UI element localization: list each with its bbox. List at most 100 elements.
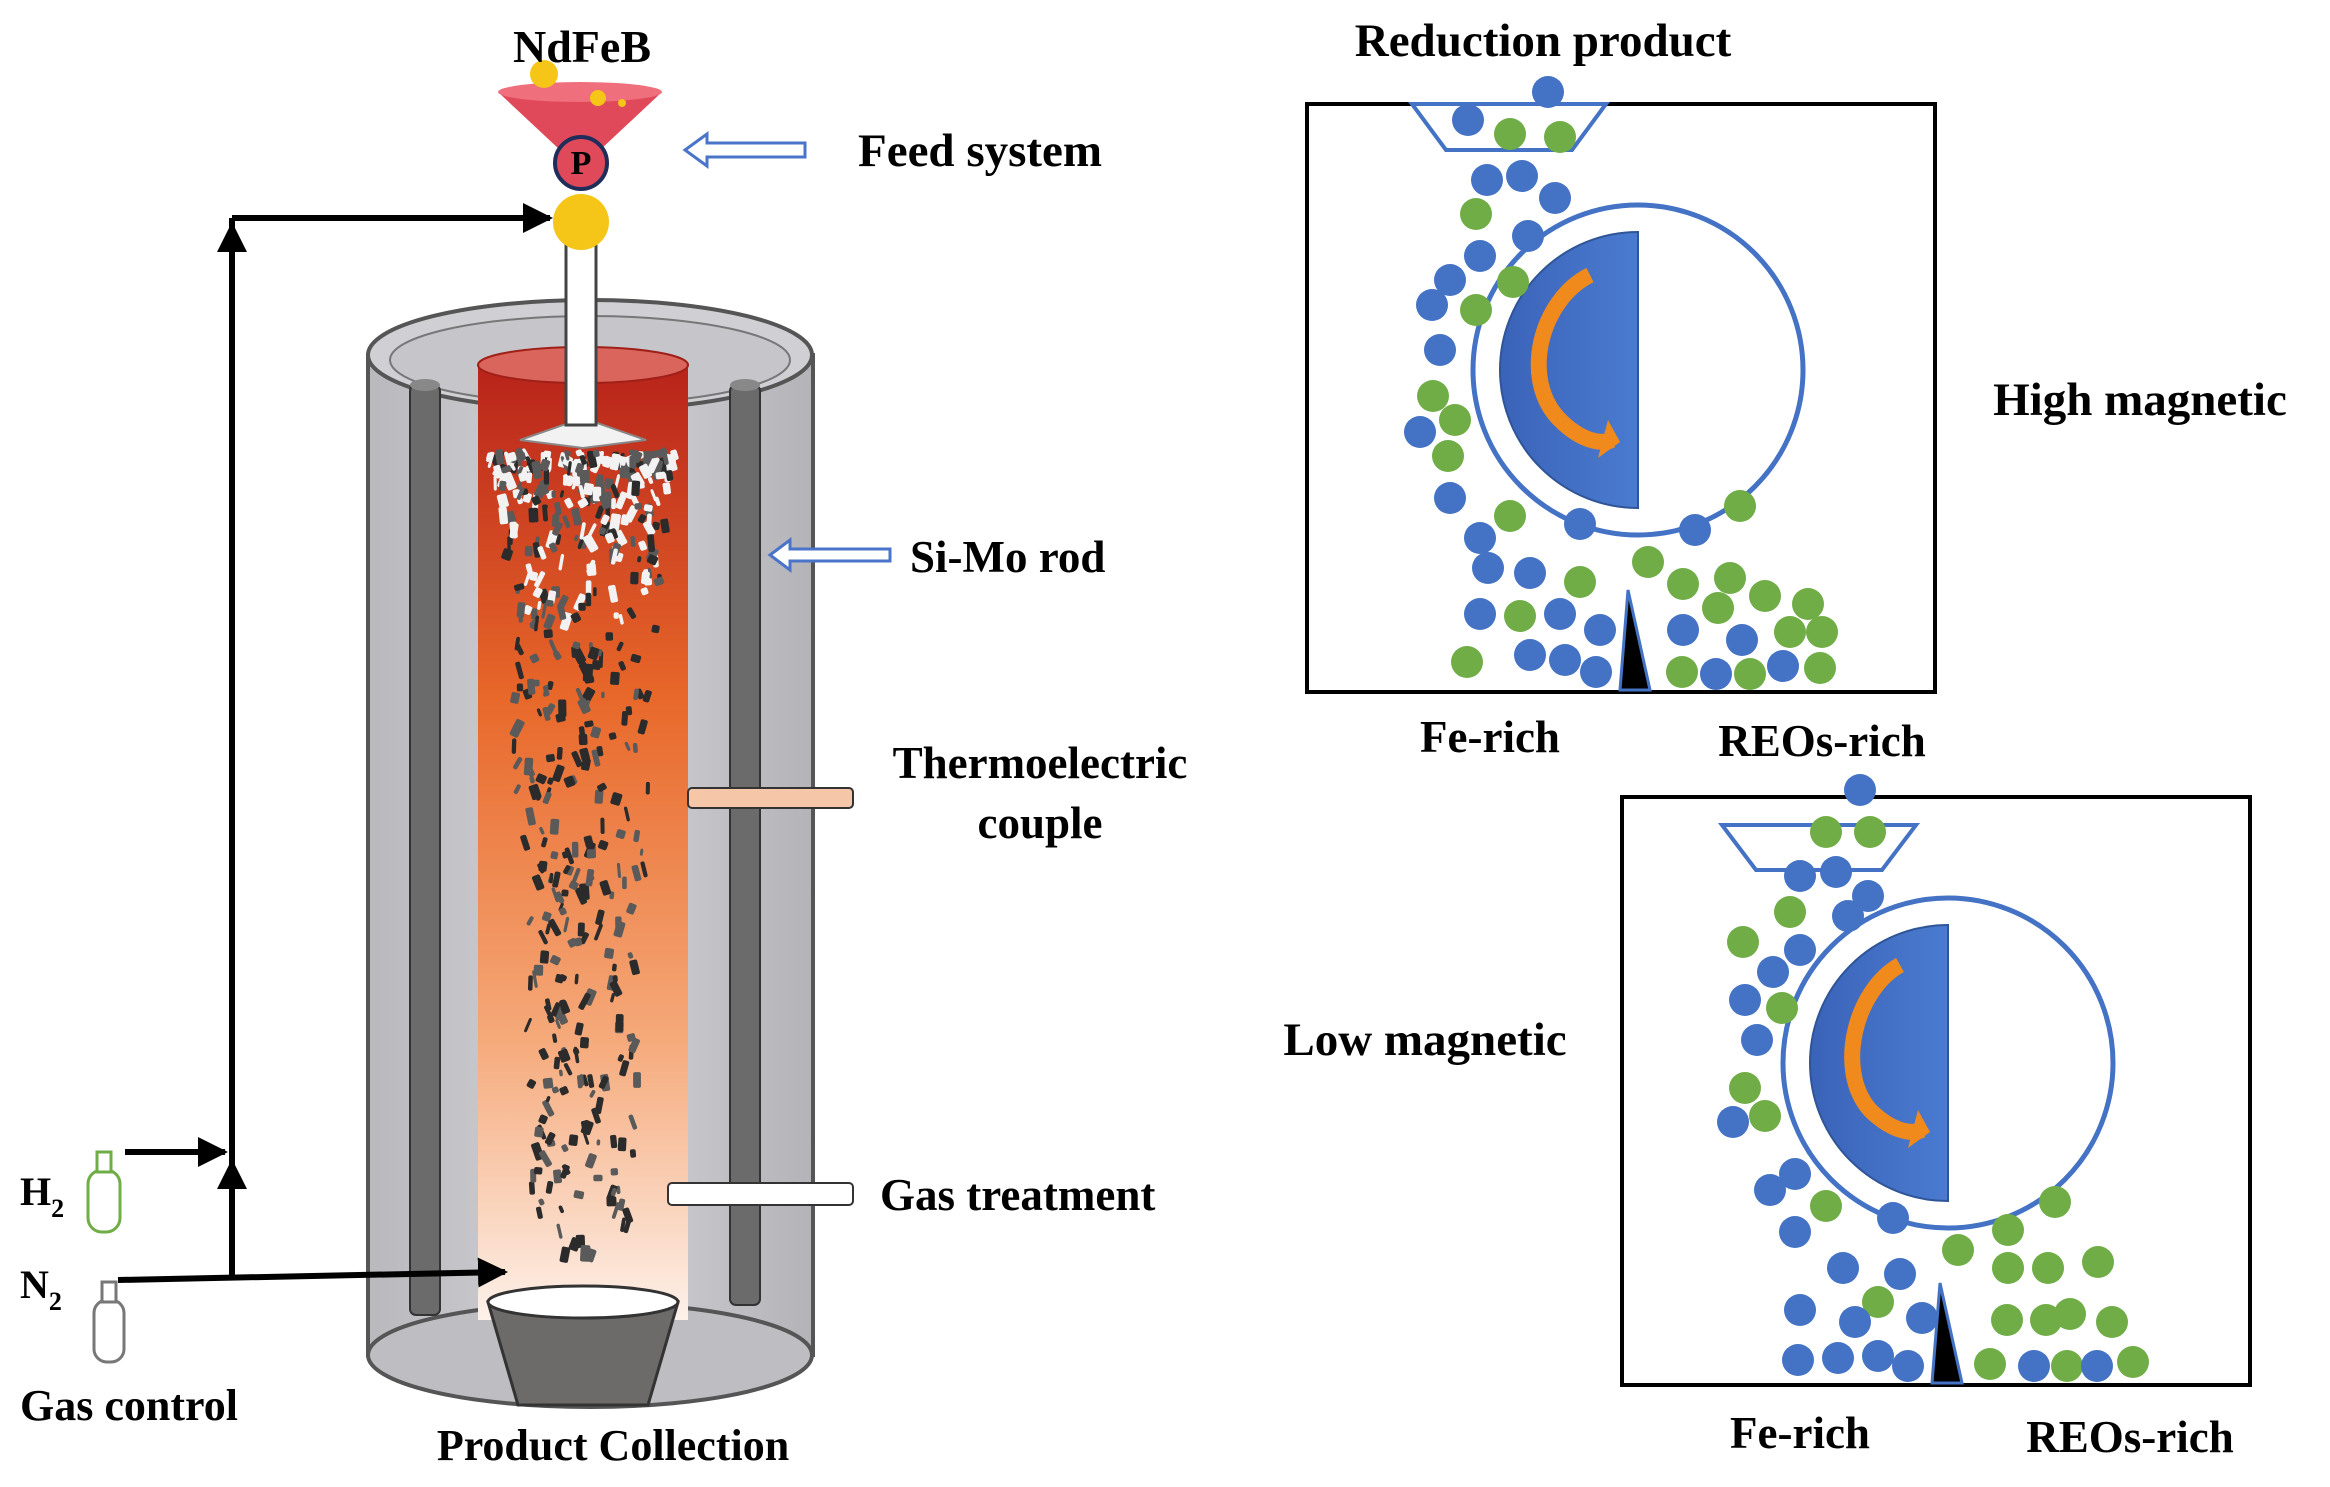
ndfeb-flake bbox=[579, 1037, 590, 1049]
reo-particle bbox=[1734, 658, 1766, 690]
ndfeb-flake bbox=[531, 460, 543, 480]
ndfeb-flake bbox=[496, 493, 509, 509]
ndfeb-flake bbox=[580, 758, 591, 771]
ndfeb-flake bbox=[652, 521, 660, 531]
ndfeb-flake bbox=[549, 818, 560, 835]
fe-particle bbox=[1844, 774, 1876, 806]
ndfeb-flake bbox=[525, 456, 534, 472]
fe-particle bbox=[1564, 508, 1596, 540]
reo-particle bbox=[1992, 1214, 2024, 1246]
ndfeb-flake bbox=[501, 548, 514, 561]
ndfeb-flake bbox=[591, 659, 601, 670]
si-mo-rod-right bbox=[729, 384, 761, 1306]
ndfeb-flake bbox=[563, 775, 576, 788]
ndfeb-flake bbox=[567, 938, 578, 948]
ndfeb-flake bbox=[621, 711, 629, 726]
fe-particle bbox=[1906, 1302, 1938, 1334]
ndfeb-flake bbox=[534, 1126, 544, 1138]
reo-particle bbox=[1632, 546, 1664, 578]
fe-particle bbox=[1832, 900, 1864, 932]
ndfeb-flake bbox=[515, 661, 524, 680]
ndfeb-flake bbox=[501, 465, 512, 474]
rod-arrow-icon bbox=[767, 537, 892, 573]
thermoelectric-couple bbox=[687, 787, 854, 809]
fe-particle bbox=[1884, 1258, 1916, 1290]
ndfeb-flake bbox=[598, 1075, 609, 1089]
ndfeb-flake bbox=[558, 1205, 564, 1214]
ndfeb-flake bbox=[601, 691, 605, 699]
ndfeb-flake bbox=[610, 1134, 618, 1149]
ndfeb-flake bbox=[538, 929, 548, 945]
ndfeb-flake bbox=[633, 688, 640, 701]
ndfeb-flake bbox=[509, 522, 519, 539]
ndfeb-flake bbox=[578, 602, 586, 611]
ndfeb-flake bbox=[605, 481, 612, 490]
reo-particle bbox=[2096, 1306, 2128, 1338]
ndfeb-flake bbox=[650, 450, 659, 459]
reo-particle bbox=[2117, 1346, 2149, 1378]
ndfeb-flake bbox=[639, 848, 644, 856]
ndfeb-flake bbox=[645, 781, 650, 795]
ndfeb-flake bbox=[533, 964, 544, 976]
ndfeb-flake bbox=[662, 482, 672, 495]
ndfeb-flake bbox=[646, 554, 659, 566]
fe-particle bbox=[1784, 1294, 1816, 1326]
ndfeb-flake bbox=[561, 1164, 571, 1175]
ndfeb-flake bbox=[571, 750, 583, 768]
ndfeb-flake bbox=[542, 1077, 554, 1089]
ndfeb-flake bbox=[555, 1019, 561, 1029]
ndfeb-flake bbox=[536, 708, 542, 717]
ndfeb-flake bbox=[575, 687, 585, 702]
high-splitter bbox=[1618, 589, 1652, 692]
ndfeb-flake bbox=[539, 458, 551, 472]
ndfeb-flake bbox=[634, 502, 643, 510]
n2-cylinder-icon bbox=[92, 1280, 126, 1364]
fe-particle bbox=[1404, 416, 1436, 448]
reo-particle bbox=[1749, 580, 1781, 612]
ndfeb-flake bbox=[516, 466, 524, 477]
ndfeb-flake bbox=[642, 689, 652, 703]
ndfeb-flake bbox=[551, 887, 559, 903]
ndfeb-flake bbox=[582, 534, 599, 553]
ndfeb-flake bbox=[553, 650, 562, 661]
ndfeb-flake bbox=[595, 505, 605, 519]
high-particles bbox=[1404, 76, 1838, 690]
ndfeb-flake bbox=[532, 542, 541, 558]
ndfeb-flake bbox=[639, 463, 653, 479]
ndfeb-flake bbox=[583, 482, 594, 496]
reo-particle bbox=[1862, 1286, 1894, 1318]
ndfeb-flake bbox=[577, 922, 585, 937]
ndfeb-flake bbox=[576, 887, 583, 894]
ndfeb-flake bbox=[609, 453, 621, 471]
fe-particle bbox=[1754, 1174, 1786, 1206]
ndfeb-flake bbox=[550, 851, 559, 860]
ndfeb-flake bbox=[513, 784, 521, 795]
ndfeb-flake bbox=[525, 807, 536, 826]
ndfeb-flake bbox=[529, 653, 540, 664]
fe-particle bbox=[1679, 514, 1711, 546]
n2-label: N2 bbox=[20, 1262, 62, 1316]
ndfeb-flake bbox=[608, 732, 617, 740]
si-mo-rod-left bbox=[409, 384, 441, 1316]
ndfeb-flake bbox=[620, 1217, 626, 1232]
ndfeb-flake bbox=[562, 515, 571, 529]
reo-particle bbox=[1804, 652, 1836, 684]
ndfeb-flake bbox=[522, 492, 532, 503]
low-splitter bbox=[1930, 1282, 1964, 1385]
fe-particle bbox=[1424, 334, 1456, 366]
fe-particle bbox=[1820, 856, 1852, 888]
gas-treatment-label: Gas treatment bbox=[880, 1170, 1155, 1220]
reo-particle bbox=[1810, 816, 1842, 848]
reduction-product-label: Reduction product bbox=[1355, 15, 1732, 67]
falling-particles bbox=[486, 447, 679, 1263]
ndfeb-flake bbox=[545, 753, 556, 763]
ndfeb-flake bbox=[564, 497, 574, 509]
ndfeb-flake bbox=[647, 534, 656, 553]
ndfeb-flake bbox=[541, 911, 552, 922]
ndfeb-flake bbox=[548, 639, 558, 655]
reo-particle bbox=[1666, 656, 1698, 688]
ndfeb-flake bbox=[615, 491, 628, 510]
ndfeb-flake bbox=[542, 706, 551, 721]
reo-particle bbox=[1774, 896, 1806, 928]
ndfeb-flake bbox=[594, 474, 604, 488]
